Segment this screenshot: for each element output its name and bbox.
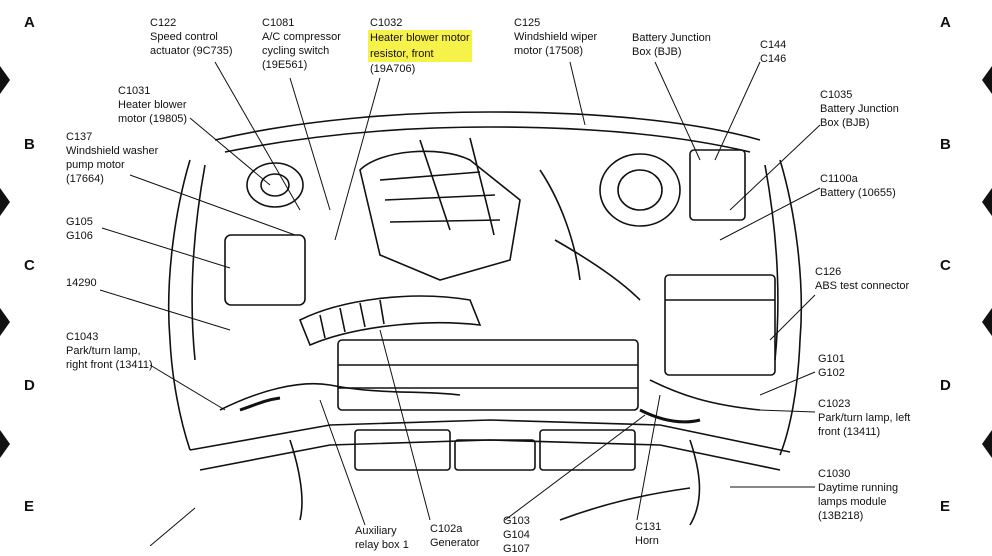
grid-row-a-right: A bbox=[940, 14, 951, 31]
grid-row-a-left: A bbox=[24, 14, 35, 31]
callout-c1032: C1032 Heater blower motor resistor, fron… bbox=[368, 17, 472, 75]
grid-row-e-left: E bbox=[24, 498, 35, 515]
grid-row-e-right: E bbox=[940, 498, 951, 515]
highlight-heater-blower-motor: Heater blower motor bbox=[368, 30, 472, 46]
grid-row-c-right: C bbox=[940, 257, 951, 274]
grid-row-d-right: D bbox=[940, 377, 951, 394]
highlight-resistor-front: resistor, front bbox=[368, 46, 472, 62]
engine-illustration bbox=[167, 111, 803, 526]
grid-row-b-left: B bbox=[24, 136, 35, 153]
grid-row-b-right: B bbox=[940, 136, 951, 153]
grid-markers bbox=[0, 66, 992, 458]
leader-lines bbox=[99, 61, 821, 546]
grid-row-d-left: D bbox=[24, 377, 35, 394]
callout-14290: 14290 bbox=[66, 277, 97, 289]
grid-row-c-left: C bbox=[24, 257, 35, 274]
